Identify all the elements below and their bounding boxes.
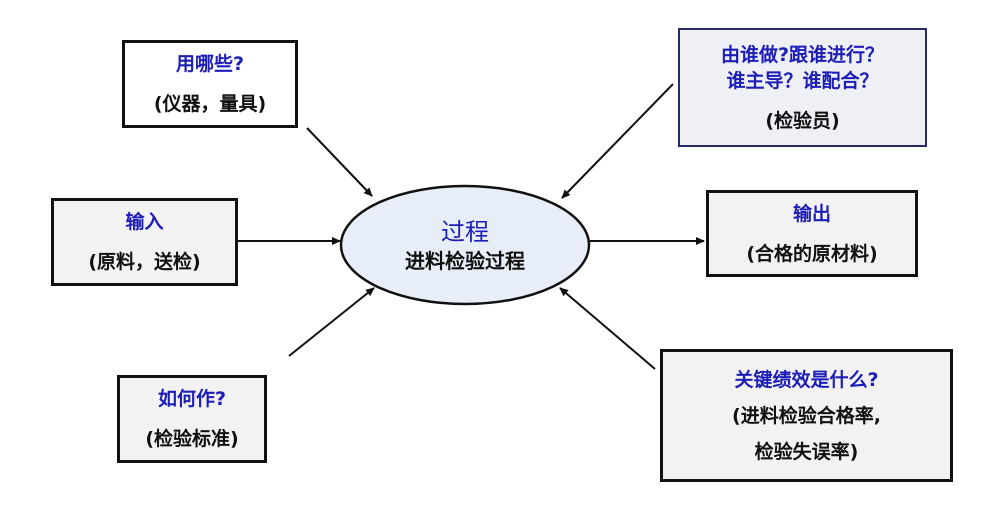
process-node: 过程 进料检验过程 [341, 186, 589, 305]
kpi-node: 关键绩效是什么? (进料检验合格率, 检验失误率) [660, 349, 953, 482]
kpi-title: 关键绩效是什么? [734, 368, 879, 391]
output-node: 输出 (合格的原材料) [706, 190, 918, 277]
kpi-detail-line-1: (进料检验合格率, [732, 404, 881, 427]
process-subtitle: 进料检验过程 [405, 248, 525, 273]
who-title-line-2: 谁主导？谁配合？ [726, 69, 879, 92]
tools-node: 用哪些? (仪器，量具) [122, 40, 298, 128]
how-title: 如何作? [157, 388, 227, 410]
tools-title: 用哪些? [175, 53, 245, 75]
input-title: 输入 [125, 211, 164, 233]
output-title: 输出 [792, 202, 831, 225]
who-title-line-1: 由谁做?跟谁进行？ [720, 43, 885, 66]
process-ellipse [339, 184, 591, 306]
arrow-who-to-process [561, 83, 674, 199]
input-node: 输入 (原料，送检) [51, 198, 238, 286]
arrow-how-to-process [288, 287, 375, 357]
how-detail: (检验标准) [145, 428, 239, 450]
arrow-tools-to-process [306, 127, 373, 197]
process-title: 过程 [441, 217, 489, 246]
how-node: 如何作? (检验标准) [117, 375, 267, 463]
who-detail: (检验员) [765, 109, 840, 132]
tools-detail: (仪器，量具) [153, 93, 267, 115]
who-node: 由谁做?跟谁进行？ 谁主导？谁配合？ (检验员) [678, 28, 927, 147]
kpi-detail-line-2: 检验失误率) [754, 440, 859, 463]
output-detail: (合格的原材料) [746, 242, 878, 265]
arrow-kpi-to-process [559, 287, 656, 370]
input-detail: (原料，送检) [88, 251, 201, 273]
